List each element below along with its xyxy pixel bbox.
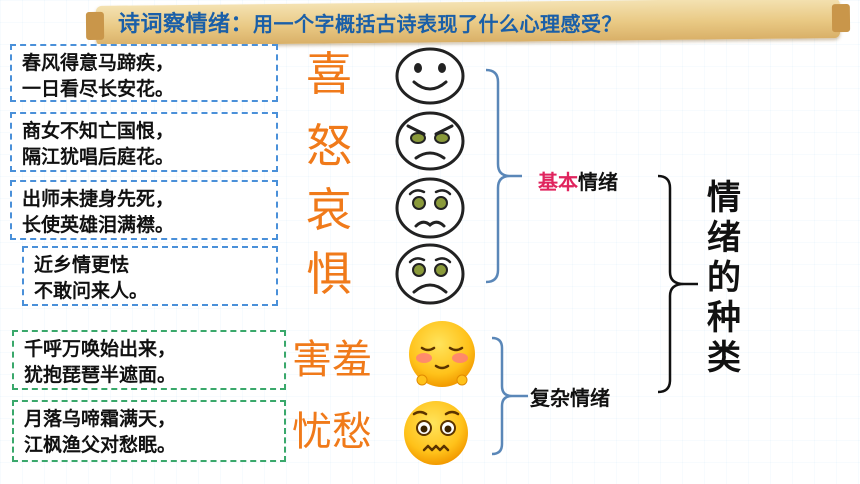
emotion-anger: 怒 — [306, 119, 352, 173]
worried-emoji-icon — [404, 401, 468, 465]
angry-face-icon — [395, 111, 465, 171]
basic-emotions-label: 基本情绪 — [538, 166, 618, 195]
poem-line: 犹抱琵琶半遮面。 — [24, 364, 177, 386]
poem-card-worry: 月落乌啼霜满天， 江枫渔父对愁眠。 — [12, 400, 286, 462]
emotion-sorrow: 哀 — [306, 183, 352, 237]
poem-card-shy: 千呼万唤始出来， 犹抱琵琶半遮面。 — [12, 330, 286, 390]
emotion-worry: 忧愁 — [292, 409, 372, 455]
poem-card-anger: 商女不知亡国恨， 隔江犹唱后庭花。 — [10, 112, 278, 172]
page-title: 诗词察情绪：用一个字概括古诗表现了什么心理感受？ — [118, 6, 838, 38]
category-title: 情 绪 的 种 类 — [700, 178, 748, 378]
emotion-fear: 惧 — [306, 247, 352, 301]
sad-face-icon — [395, 177, 465, 239]
poem-line: 一日看尽长安花。 — [22, 78, 175, 100]
poem-line: 商女不知亡国恨， — [22, 120, 175, 142]
category-char: 类 — [707, 338, 741, 378]
category-char: 的 — [707, 258, 741, 298]
category-char: 绪 — [707, 218, 741, 258]
emotion-joy: 喜 — [306, 47, 352, 101]
poem-line: 春风得意马蹄疾， — [22, 52, 175, 74]
poem-card-sorrow: 出师未捷身先死， 长使英雄泪满襟。 — [10, 180, 278, 240]
basic-emotions-bracket — [485, 68, 522, 284]
category-bracket — [657, 174, 698, 394]
title-main: 诗词察情绪： — [118, 11, 254, 37]
poem-line: 千呼万唤始出来， — [24, 338, 177, 360]
happy-face-icon — [395, 47, 465, 105]
title-question: 用一个字概括古诗表现了什么心理感受？ — [253, 12, 623, 36]
poem-line: 出师未捷身先死， — [22, 188, 175, 210]
emotion-shy: 害羞 — [292, 337, 372, 383]
poem-line: 隔江犹唱后庭花。 — [22, 146, 175, 168]
poem-line: 月落乌啼霜满天， — [24, 408, 177, 430]
poem-line: 不敢问来人。 — [34, 280, 149, 302]
category-char: 情 — [707, 178, 741, 218]
complex-emotions-bracket — [491, 336, 528, 456]
fear-face-icon — [395, 243, 465, 305]
poem-line: 近乡情更怯 — [34, 254, 130, 276]
poem-card-fear: 近乡情更怯 不敢问来人。 — [22, 246, 278, 306]
category-char: 种 — [707, 298, 741, 338]
blushing-emoji-icon — [409, 321, 475, 387]
basic-emotions-accent: 基本 — [538, 170, 578, 194]
poem-line: 江枫渔父对愁眠。 — [24, 434, 177, 456]
poem-line: 长使英雄泪满襟。 — [22, 214, 175, 236]
basic-emotions-rest: 情绪 — [578, 170, 618, 194]
poem-card-joy: 春风得意马蹄疾， 一日看尽长安花。 — [10, 44, 278, 102]
complex-emotions-label: 复杂情绪 — [530, 386, 610, 410]
